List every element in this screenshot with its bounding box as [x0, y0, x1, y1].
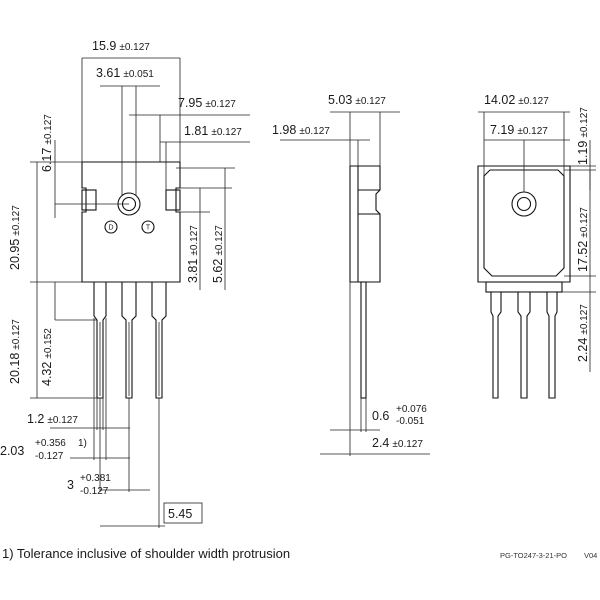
side-view: 5.03±0.127 1.98±0.127 0.6 +0.076 -0.051 … [272, 93, 430, 456]
back-dimensions [478, 111, 596, 372]
dim-hole-center: 7.95±0.127 [178, 96, 236, 110]
dim-width-total: 15.9±0.127 [92, 39, 150, 53]
back-pad-outline [483, 169, 565, 277]
dim-lead-span: 5.45 [168, 507, 192, 521]
front-notch-left [81, 189, 97, 211]
dim-notch-width: 1.81±0.127 [184, 124, 242, 138]
back-body-outline [477, 165, 571, 283]
dim-hole-offset: 3.61±0.051 [96, 66, 154, 80]
front-right-dimensions [176, 167, 235, 290]
dim-lead-thickness: 0.6 [372, 409, 389, 423]
back-lead-right [546, 291, 558, 399]
front-top-dimensions [81, 57, 250, 195]
dim-back-width: 14.02±0.127 [484, 93, 549, 107]
pin-marker-d [104, 220, 118, 234]
dim-side-depth: 5.03±0.127 [328, 93, 386, 107]
dim-body-step: 2.4±0.127 [372, 436, 423, 450]
dim-lead-length: 20.18±0.127 [8, 319, 22, 384]
dim-notch-height: 5.62±0.127 [211, 225, 225, 283]
drawing-code: PG-TO247-3-21-PO [500, 551, 567, 560]
back-lead-base [485, 281, 563, 293]
dim-lead-shoulder: 4.32±0.152 [40, 328, 54, 386]
dim-shoulder-width-note: 1) [78, 438, 87, 449]
dim-back-lead-offset: 2.24±0.127 [576, 304, 590, 362]
front-left-dimensions [30, 140, 129, 399]
side-body-outline [349, 165, 381, 283]
back-lead-left [490, 291, 502, 399]
front-bottom-dimensions [50, 318, 165, 528]
pin-marker-t [141, 220, 155, 234]
pin-label-t: T [146, 225, 151, 232]
dim-tab-height: 6.17±0.127 [40, 114, 54, 172]
dim-shoulder-width: 2.03 [0, 444, 24, 458]
dim-lead-thickness-tol-minus: -0.051 [396, 416, 425, 427]
dim-lead-pitch-tol-plus: +0.381 [80, 473, 111, 484]
pin-label-d: D [108, 225, 113, 232]
back-mounting-hole-inner [516, 196, 532, 212]
dim-shoulder-width-tol-minus: -0.127 [35, 451, 64, 462]
dim-notch-depth: 3.81±0.127 [186, 225, 200, 283]
dim-back-top-margin: 1.19±0.127 [576, 107, 590, 165]
back-view: 14.02±0.127 7.19±0.127 1.19±0.127 17.52±… [477, 93, 596, 399]
side-lead [360, 281, 367, 399]
side-dimensions [280, 111, 430, 456]
front-notch-right [165, 189, 181, 211]
dim-lead-width: 1.2±0.127 [27, 412, 78, 426]
drawing-version: V04 [584, 551, 597, 560]
dim-back-hole-offset: 7.19±0.127 [490, 123, 548, 137]
dim-lead-span-box [163, 502, 203, 524]
footnote: 1) Tolerance inclusive of shoulder width… [2, 546, 290, 561]
front-view: D T 15.9±0.127 3.61±0.051 7.95±0.127 1.8… [0, 39, 250, 528]
dim-shoulder-width-tol-plus: +0.356 [35, 438, 66, 449]
back-lead-center [517, 291, 531, 399]
dim-lead-pitch: 3 [67, 478, 74, 492]
dim-body-height: 20.95±0.127 [8, 205, 22, 270]
dim-tab-thickness: 1.98±0.127 [272, 123, 330, 137]
dim-back-pad-height: 17.52±0.127 [576, 207, 590, 272]
dim-lead-pitch-tol-minus: -0.127 [80, 486, 109, 497]
dim-lead-thickness-tol-plus: +0.076 [396, 404, 427, 415]
front-body-outline [81, 161, 181, 283]
